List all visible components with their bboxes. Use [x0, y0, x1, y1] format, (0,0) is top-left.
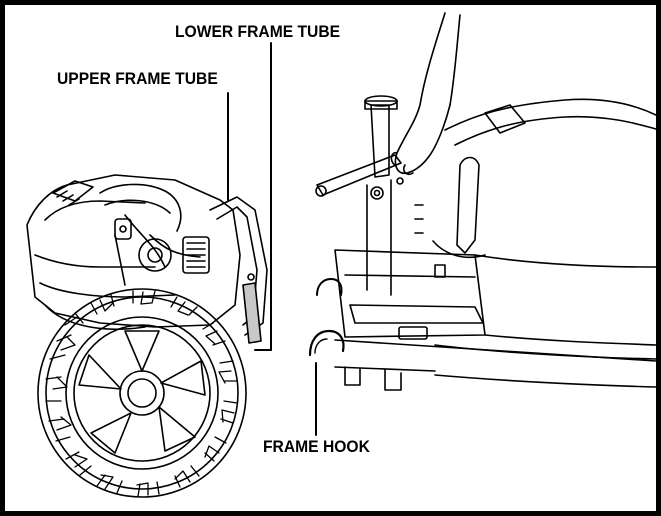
scooter-line-art [5, 5, 656, 511]
frame-hook-label: FRAME HOOK [263, 437, 370, 456]
front-section-drawing [310, 13, 656, 390]
lower-frame-tube-label: LOWER FRAME TUBE [175, 22, 341, 41]
upper-frame-tube-label: UPPER FRAME TUBE [57, 69, 218, 88]
rear-section-drawing [27, 175, 267, 497]
